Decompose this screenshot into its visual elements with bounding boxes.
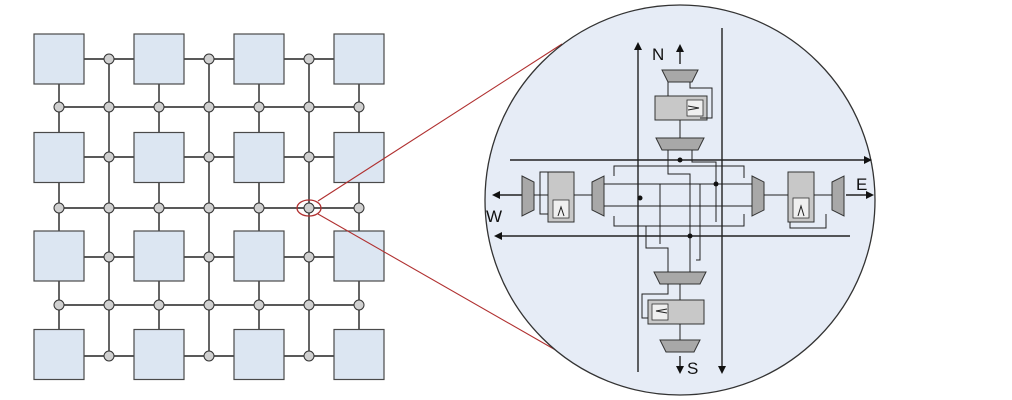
east-register-slot xyxy=(792,197,810,219)
router-node xyxy=(353,202,365,214)
router-node xyxy=(353,299,365,311)
junction-dot xyxy=(687,233,693,239)
router-node xyxy=(353,101,365,113)
router-node xyxy=(203,202,215,214)
junction-dot xyxy=(713,181,719,187)
zoom-line-bottom xyxy=(317,213,567,357)
router-node xyxy=(253,101,265,113)
label-east: E xyxy=(856,175,867,194)
south-mux-bottom xyxy=(659,339,701,353)
router-node xyxy=(103,53,115,65)
router-node xyxy=(153,299,165,311)
processing-tile xyxy=(333,230,385,282)
processing-tile xyxy=(333,328,385,381)
router-node xyxy=(203,251,215,263)
router-node xyxy=(203,299,215,311)
router-node xyxy=(303,299,315,311)
router-node xyxy=(253,202,265,214)
zoom-line-top xyxy=(317,43,563,202)
processing-tile xyxy=(133,131,185,184)
processing-tile xyxy=(333,33,385,85)
router-node xyxy=(303,151,315,163)
processing-tile xyxy=(233,131,285,184)
junction-dot xyxy=(677,157,683,163)
router-detail: N S E W xyxy=(484,4,876,396)
west-mux-inner xyxy=(591,175,605,217)
label-north: N xyxy=(652,45,664,64)
north-register-slot xyxy=(686,99,704,117)
router-node xyxy=(103,251,115,263)
router-node xyxy=(103,350,115,362)
mesh-network xyxy=(33,33,385,381)
label-west: W xyxy=(486,207,502,226)
router-node xyxy=(303,251,315,263)
south-mux-top xyxy=(653,271,707,285)
router-node xyxy=(303,101,315,113)
processing-tile xyxy=(233,328,285,381)
router-node xyxy=(53,202,65,214)
router-node xyxy=(153,101,165,113)
router-node xyxy=(253,299,265,311)
west-mux-outer xyxy=(521,175,535,217)
router-node xyxy=(303,350,315,362)
router-node xyxy=(103,202,115,214)
router-node xyxy=(153,202,165,214)
processing-tile xyxy=(33,33,85,85)
north-mux-top xyxy=(661,69,699,83)
processing-tile xyxy=(133,328,185,381)
router-node xyxy=(103,101,115,113)
router-node xyxy=(103,299,115,311)
router-node xyxy=(303,202,315,214)
west-register-slot xyxy=(552,199,570,219)
processing-tile xyxy=(33,131,85,184)
mesh-router-nodes xyxy=(53,53,365,362)
label-south: S xyxy=(687,359,698,378)
router-node xyxy=(203,53,215,65)
processing-tile xyxy=(33,328,85,381)
router-node xyxy=(203,151,215,163)
router-node xyxy=(53,299,65,311)
router-node xyxy=(103,151,115,163)
mesh-tiles xyxy=(33,33,385,381)
router-node xyxy=(303,53,315,65)
processing-tile xyxy=(133,230,185,282)
north-mux-bottom xyxy=(655,137,705,151)
east-mux-outer xyxy=(831,175,845,217)
processing-tile xyxy=(133,33,185,85)
router-node xyxy=(203,350,215,362)
processing-tile xyxy=(33,230,85,282)
zoom-circle xyxy=(484,4,876,396)
router-node xyxy=(203,101,215,113)
junction-dot xyxy=(637,195,643,201)
router-node xyxy=(53,101,65,113)
east-mux-inner xyxy=(751,175,765,217)
processing-tile xyxy=(233,33,285,85)
zoom-highlight-ring xyxy=(296,199,322,217)
processing-tile xyxy=(233,230,285,282)
